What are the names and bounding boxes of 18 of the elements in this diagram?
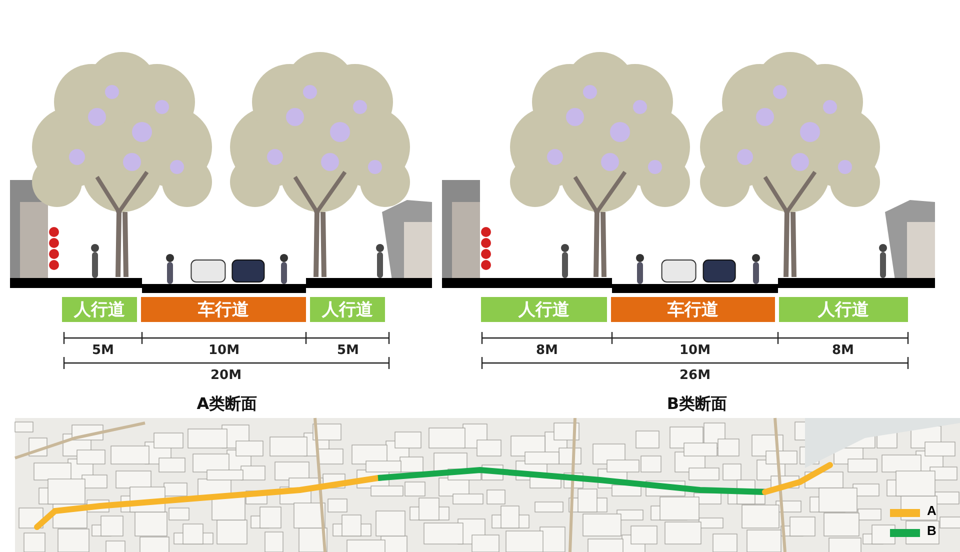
road-band: 人行道 — [310, 297, 385, 322]
legend-label: B — [927, 523, 936, 538]
dimension-label: 5M — [337, 343, 359, 358]
dimension-label: 10M — [208, 343, 240, 358]
road-band: 车行道 — [611, 297, 775, 322]
dimension-label: 20M — [210, 368, 242, 383]
dimension-label: 8M — [536, 343, 558, 358]
road-band: 车行道 — [141, 297, 306, 322]
dimension-label: 5M — [92, 343, 114, 358]
dimension-label: 10M — [679, 343, 711, 358]
dimension-label: 26M — [679, 368, 711, 383]
road-band: 人行道 — [481, 297, 607, 322]
dimension-label: 8M — [832, 343, 854, 358]
section-title: B类断面 — [666, 394, 728, 415]
section-title: A类断面 — [196, 394, 258, 415]
road-band: 人行道 — [62, 297, 137, 322]
road-band: 人行道 — [779, 297, 908, 322]
legend-label: A — [927, 503, 936, 518]
